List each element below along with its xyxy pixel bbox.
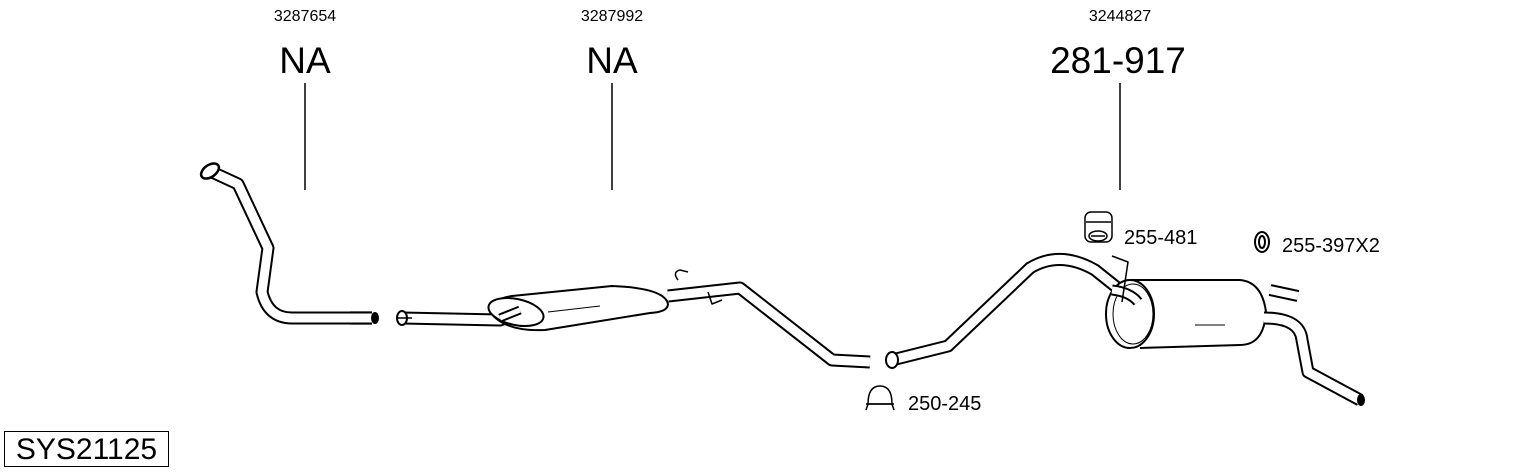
leader-lines [304, 83, 1121, 190]
diagram-id-label: SYS21125 [4, 431, 169, 467]
part-oem-number: 3244827 [1088, 8, 1152, 25]
part-oem-number: 3287654 [273, 8, 337, 25]
accessory-code-clamp[interactable]: 250-245 [908, 393, 982, 415]
front-pipe [199, 162, 379, 325]
middle-silencer [396, 269, 871, 369]
rubber-ring-icon [1254, 231, 1270, 253]
accessory-code-mount[interactable]: 255-481 [1124, 227, 1198, 249]
clamp-icon [865, 385, 895, 411]
rear-silencer [885, 253, 1365, 406]
part-code[interactable]: NA [586, 40, 638, 81]
part-code[interactable]: NA [279, 40, 331, 81]
rubber-mount-icon [1084, 211, 1113, 243]
accessory-code-ring[interactable]: 255-397X2 [1282, 235, 1380, 257]
part-oem-number: 3287992 [580, 8, 644, 25]
part-code[interactable]: 281-917 [1050, 40, 1186, 81]
